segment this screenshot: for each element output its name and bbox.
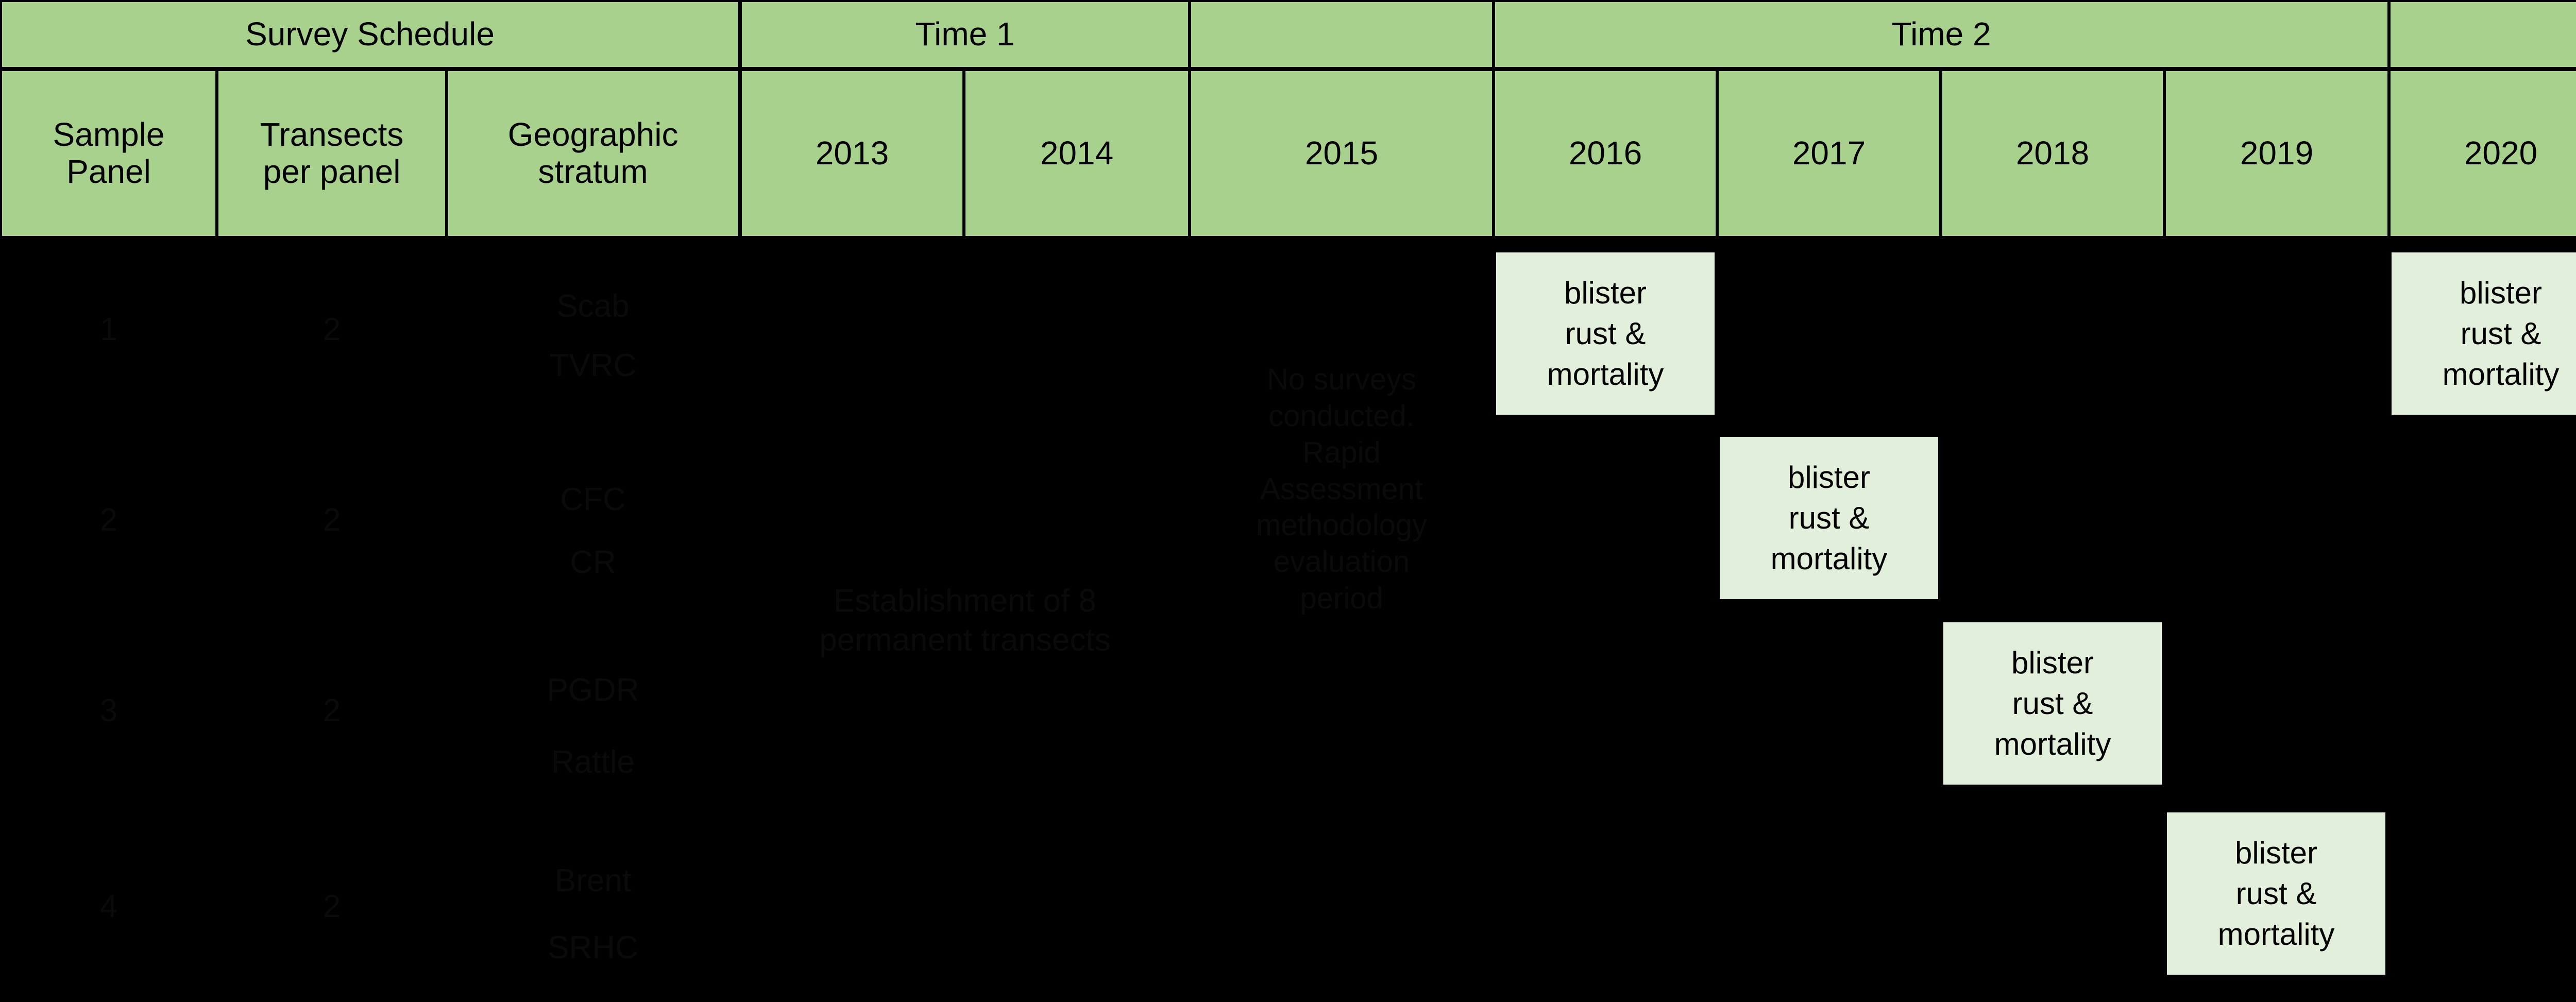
- survey-label-line1: blister: [2459, 275, 2543, 310]
- group-header-blank-2015: [1191, 2, 1492, 67]
- survey-label-line3: mortality: [1994, 727, 2111, 762]
- column-header-year-2016: 2016: [1495, 71, 1716, 236]
- table-row-stratum-value: Rattle: [551, 744, 635, 780]
- note-no-surveys-line5: methodology: [1256, 508, 1428, 542]
- table-row-stratum-value: TVRC: [549, 348, 637, 384]
- note-no-surveys-line1: No surveys: [1266, 363, 1417, 397]
- stratum-label-line2: stratum: [538, 153, 648, 190]
- transects-label-line2: per panel: [263, 153, 401, 190]
- column-header-year-2018: 2018: [1942, 71, 2163, 236]
- sample-panel-label-line1: Sample: [53, 116, 165, 154]
- table-row-transects-value: 2: [323, 502, 341, 538]
- column-header-year-2013: 2013: [742, 71, 962, 236]
- table-row-transects-value: 2: [323, 889, 341, 925]
- group-header-time-3: Time 3: [2391, 2, 2576, 67]
- column-header-sample-panel: Sample Panel: [2, 71, 215, 236]
- survey-label-line2: rust &: [1788, 500, 1870, 535]
- survey-label-line3: mortality: [1547, 357, 1664, 392]
- table-row-panel-number: 1: [99, 312, 118, 348]
- column-header-year-2015: 2015: [1191, 71, 1492, 236]
- note-no-surveys-line4: Assessment: [1260, 472, 1423, 506]
- survey-label-line3: mortality: [2217, 917, 2335, 952]
- survey-label-line3: mortality: [1770, 541, 1888, 576]
- note-establishment-line2: permanent transects: [819, 622, 1111, 658]
- survey-label-line1: blister: [1564, 275, 1647, 310]
- survey-label-line2: rust &: [2012, 686, 2093, 721]
- table-row-stratum-value: CR: [570, 545, 616, 581]
- note-no-surveys-line3: Rapid: [1302, 435, 1381, 469]
- table-row-transects-value: 2: [323, 312, 341, 348]
- note-no-surveys-line2: conducted.: [1268, 399, 1415, 433]
- survey-cell-panel3-2018[interactable]: blister rust & mortality: [1943, 622, 2162, 785]
- survey-cell-panel1-2016[interactable]: blister rust & mortality: [1496, 252, 1715, 415]
- column-header-transects-per-panel: Transects per panel: [218, 71, 445, 236]
- stratum-label-line1: Geographic: [507, 116, 679, 154]
- survey-label-line2: rust &: [1565, 316, 1646, 351]
- table-row-transects-value: 2: [323, 693, 341, 729]
- note-establishment-transects: Establishment of 8 permanent transects: [742, 562, 1188, 680]
- survey-cell-panel4-2019[interactable]: blister rust & mortality: [2167, 812, 2385, 975]
- survey-cell-panel2-2017[interactable]: blister rust & mortality: [1720, 437, 1938, 599]
- group-header-survey-schedule: Survey Schedule: [2, 2, 738, 67]
- sample-panel-label-line2: Panel: [66, 153, 151, 190]
- group-header-time-1: Time 1: [742, 2, 1188, 67]
- transects-label-line1: Transects: [260, 116, 404, 154]
- table-row-panel-number: 3: [99, 693, 118, 729]
- column-header-year-2019: 2019: [2166, 71, 2387, 236]
- table-row-stratum-value: Brent: [554, 863, 632, 899]
- note-no-surveys-line6: evaluation: [1273, 545, 1410, 579]
- survey-label-line2: rust &: [2460, 316, 2541, 351]
- column-header-year-2020: 2020: [2391, 71, 2576, 236]
- survey-label-line1: blister: [2234, 835, 2318, 870]
- table-row-stratum-value: PGDR: [547, 672, 639, 708]
- survey-label-line2: rust &: [2235, 876, 2317, 911]
- survey-label-line3: mortality: [2442, 357, 2560, 392]
- table-row-stratum-value: Scab: [556, 288, 630, 325]
- group-header-time-2: Time 2: [1495, 2, 2387, 67]
- table-row-stratum-value: CFC: [560, 482, 626, 518]
- column-header-year-2017: 2017: [1719, 71, 1939, 236]
- survey-label-line1: blister: [1787, 460, 1871, 495]
- column-header-geographic-stratum: Geographic stratum: [448, 71, 738, 236]
- column-header-year-2014: 2014: [965, 71, 1188, 236]
- note-no-surveys-line7: period: [1300, 581, 1383, 615]
- note-no-surveys-conducted: No surveys conducted. Rapid Assessment m…: [1191, 309, 1492, 670]
- table-row-panel-number: 2: [99, 502, 118, 538]
- note-establishment-line1: Establishment of 8: [833, 583, 1097, 619]
- table-row-panel-number: 4: [99, 889, 118, 925]
- survey-cell-panel1-2020[interactable]: blister rust & mortality: [2392, 252, 2576, 415]
- survey-label-line1: blister: [2011, 645, 2094, 680]
- table-row-stratum-value: SRHC: [548, 930, 638, 966]
